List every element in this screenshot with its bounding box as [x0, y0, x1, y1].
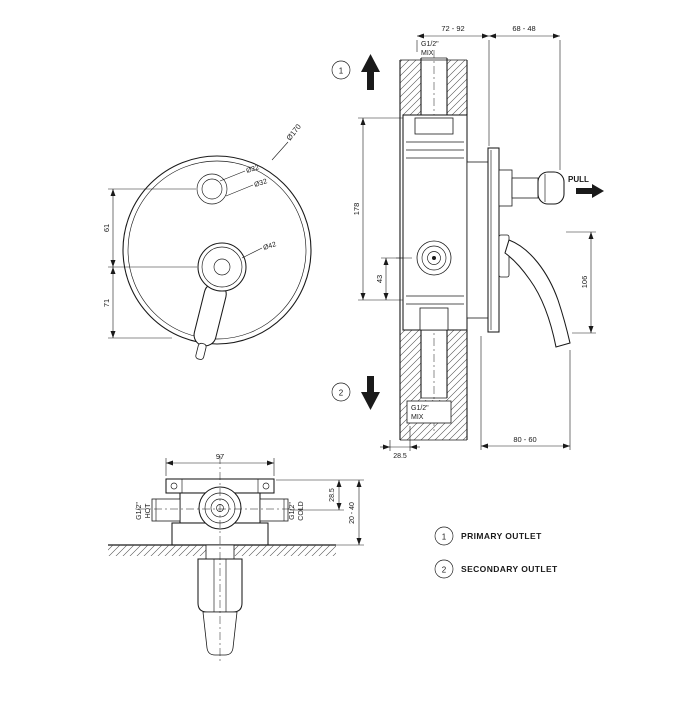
lever-tip [195, 342, 207, 360]
dim-label-outlet: 43 [375, 275, 384, 283]
section-bottom-dimensions: 28.5 80 - 60 [380, 336, 571, 460]
lever-side [498, 234, 571, 348]
bottom-pipe [420, 330, 448, 399]
section-left-dimensions: 178 43 [352, 117, 412, 301]
screw-right [262, 482, 270, 490]
plate-outline [122, 155, 312, 345]
up-arrow-icon [361, 54, 380, 90]
pull-arrow-icon [576, 184, 604, 198]
dim-label-dia-22: Ø22 [245, 164, 260, 175]
down-arrow-icon [361, 376, 380, 410]
mix-bottom-thread-label: G1/2" [411, 405, 429, 412]
hot-thread-label: G1/2" [136, 502, 143, 520]
section-top-dimensions: 72 - 92 68 - 48 [416, 24, 561, 170]
dim-label-dia-42: Ø42 [262, 241, 277, 252]
leader-dia-42 [241, 247, 263, 259]
leader-dia-32 [225, 184, 254, 197]
mix-bottom-name-label: MIX [411, 414, 424, 421]
legend-item-2: 2 SECONDARY OUTLET [434, 559, 558, 579]
legend: 1 PRIMARY OUTLET 2 SECONDARY OUTLET [434, 526, 558, 579]
dim-label-width: 97 [216, 452, 224, 461]
callout-2-number: 2 [339, 389, 344, 398]
leader-dia-22 [219, 170, 246, 182]
section-view: PULL 1 2 G1/2" MIX [331, 24, 604, 460]
body-neck [466, 161, 489, 319]
dim-label-depth-range: 80 - 60 [513, 435, 536, 444]
valve-body-section [402, 114, 468, 331]
handle-hub-center [213, 258, 231, 276]
valve-body [402, 114, 468, 331]
hot-name-label: HOT [145, 503, 152, 519]
pull-label: PULL [568, 175, 589, 184]
lever-front [193, 282, 227, 360]
diverter-inner-circle [201, 178, 223, 200]
escutcheon-plate-side [487, 147, 500, 333]
wall-lines [399, 59, 468, 441]
legend-2-number: 2 [442, 566, 447, 575]
hot-inlet-port [151, 498, 181, 522]
diverter-outer-circle [196, 173, 228, 205]
front-view: Ø170 Ø22 Ø32 Ø42 61 71 [102, 122, 312, 360]
plate-inner-edge [127, 160, 307, 340]
cold-inlet-port [259, 498, 289, 522]
mix-top-thread-label: G1/2" [421, 41, 439, 48]
dim-label-height: 178 [352, 203, 361, 216]
section-right-dimension: 106 [566, 231, 596, 334]
dim-label-71: 71 [102, 299, 111, 307]
legend-1-number: 1 [442, 533, 447, 542]
bottom-view-dimensions: 97 28.5 20 - 40 [165, 452, 364, 546]
leader-dia-plate [271, 141, 289, 161]
callout-1: 1 [331, 60, 351, 80]
dim-label-wall-range: 72 - 92 [441, 24, 464, 33]
diverter-knob-side [498, 169, 565, 207]
callout-2: 2 [331, 382, 351, 402]
dim-label-out-range: 68 - 48 [512, 24, 535, 33]
dim-label-port: 28.5 [329, 488, 336, 502]
dim-label-dia-plate: Ø170 [284, 122, 302, 142]
legend-1-label: PRIMARY OUTLET [461, 531, 542, 541]
handle-hub-outer [197, 242, 247, 292]
front-view-dimensions: 61 71 [102, 188, 197, 339]
mix-top-name-label: MIX [421, 50, 434, 57]
legend-2-label: SECONDARY OUTLET [461, 564, 558, 574]
bottom-view: G1/2" HOT G1/2" COLD 97 28.5 20 - 40 [108, 452, 364, 664]
cold-thread-label: G1/2" [289, 502, 296, 520]
dim-label-plan-depth: 20 - 40 [349, 502, 356, 524]
cold-name-label: COLD [298, 501, 305, 520]
dim-label-offset: 28.5 [393, 453, 407, 460]
top-pipe [420, 57, 448, 115]
screw-left [170, 482, 178, 490]
callout-1-number: 1 [339, 67, 344, 76]
handle-hub-mid [201, 246, 243, 288]
mix-bottom-label-box: G1/2" MIX [406, 400, 452, 424]
dim-label-handle: 106 [580, 276, 589, 289]
dim-label-dia-32: Ø32 [253, 178, 268, 189]
dim-label-61: 61 [102, 224, 111, 232]
legend-item-1: 1 PRIMARY OUTLET [434, 526, 542, 546]
